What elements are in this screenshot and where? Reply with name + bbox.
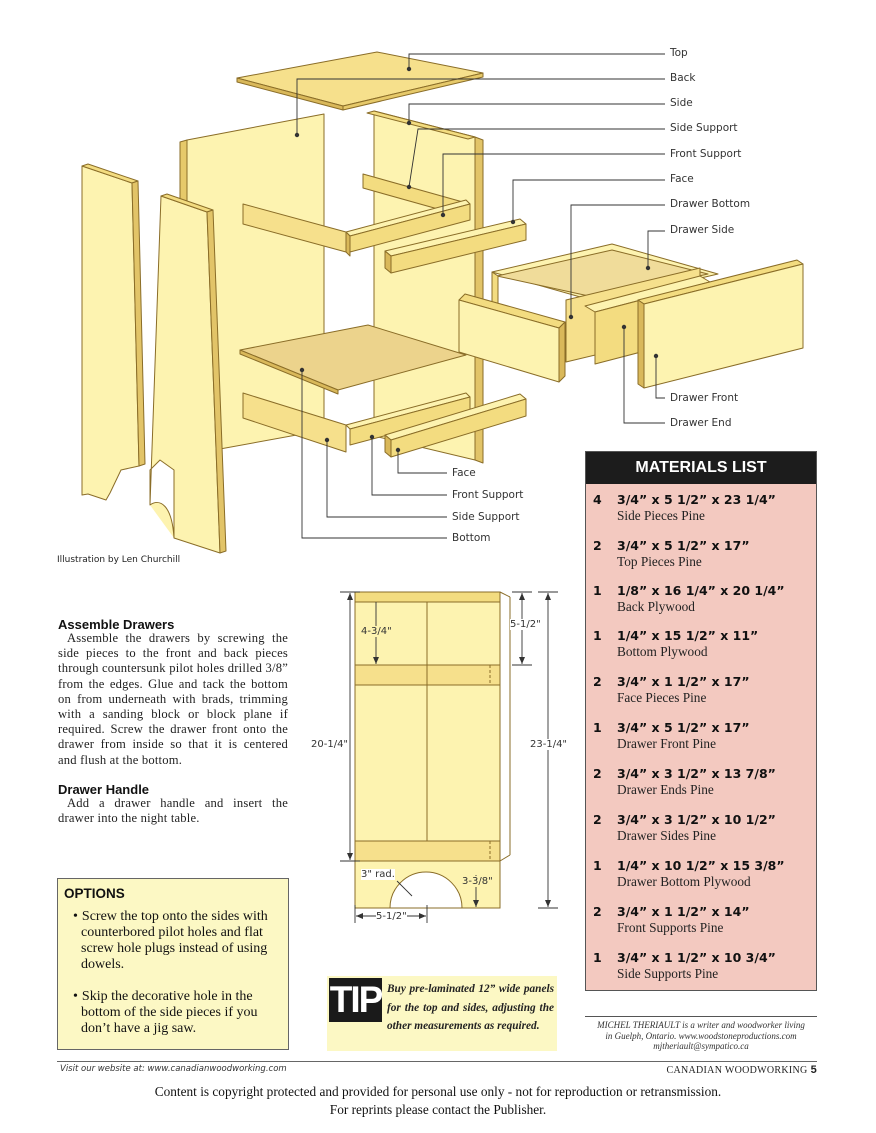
author-bio: MICHEL THERIAULT is a writer and woodwor…: [585, 1016, 817, 1052]
exploded-assembly-illustration: [81, 51, 804, 554]
dim-4-3-4: 4-3/4": [361, 626, 392, 637]
dim-5-1-2-bottom: 5-1/2": [376, 911, 407, 922]
options-item: Skip the decorative hole in the bottom o…: [70, 989, 286, 1037]
dim-5-1-2-top: 5-1/2": [510, 619, 541, 630]
callout-drawer-bottom: Drawer Bottom: [670, 198, 751, 210]
author-line: in Guelph, Ontario. www.woodstoneproduct…: [605, 1030, 797, 1041]
callout-side: Side: [670, 97, 693, 109]
options-title: OPTIONS: [64, 886, 125, 901]
callout-back: Back: [670, 72, 696, 84]
paragraph-assemble-drawers: Assemble the drawers by screwing the sid…: [58, 631, 288, 767]
callout-drawer-side: Drawer Side: [670, 224, 735, 236]
copyright-line-1: Content is copyright protected and provi…: [154, 1084, 722, 1099]
footer-website: Visit our website at: www.canadianwoodwo…: [60, 1064, 287, 1074]
tip-text: Buy pre-laminated 12” wide panels for th…: [387, 983, 554, 1032]
options-item: Screw the top onto the sides with counte…: [70, 909, 286, 973]
heading-drawer-handle: Drawer Handle: [58, 782, 150, 797]
materials-title: MATERIALS LIST: [586, 452, 816, 484]
magazine-name: CANADIAN WOODWORKING: [666, 1065, 808, 1076]
callout-front-support: Front Support: [670, 148, 742, 160]
callout-bottom: Bottom: [452, 532, 491, 544]
copyright-line-2: For reprints please contact the Publishe…: [329, 1102, 547, 1117]
dim-3-rad: 3" rad.: [361, 869, 395, 880]
dim-3-3-8: 3-3/8": [462, 876, 493, 887]
options-list: Screw the top onto the sides with counte…: [70, 909, 286, 1053]
paragraph-drawer-handle: Add a drawer handle and insert the drawe…: [58, 796, 288, 826]
tip-box: TIP Buy pre-laminated 12” wide panels fo…: [327, 976, 557, 1051]
side-piece-diagram: [340, 591, 558, 923]
footer-rule: [57, 1061, 817, 1062]
callout-lower-face: Face: [452, 467, 476, 479]
callout-top: Top: [670, 47, 688, 59]
illustration-credit: Illustration by Len Churchill: [57, 555, 181, 565]
author-email: mjtheriault@sympatico.ca: [653, 1041, 749, 1051]
callout-drawer-end: Drawer End: [670, 417, 732, 429]
callout-lower-front-support: Front Support: [452, 489, 524, 501]
tip-badge: TIP: [329, 978, 383, 1022]
callout-face: Face: [670, 173, 694, 185]
dim-23-1-4: 23-1/4": [530, 739, 568, 750]
callout-lower-side-support: Side Support: [452, 511, 520, 523]
options-box: OPTIONS Screw the top onto the sides wit…: [57, 878, 289, 1050]
callout-drawer-front: Drawer Front: [670, 392, 739, 404]
page-number: 5: [810, 1064, 817, 1076]
callout-side-support: Side Support: [670, 122, 738, 134]
author-line: MICHEL THERIAULT is a writer and woodwor…: [597, 1020, 805, 1030]
heading-assemble-drawers: Assemble Drawers: [58, 617, 175, 632]
dim-20-1-4: 20-1/4": [311, 739, 349, 750]
